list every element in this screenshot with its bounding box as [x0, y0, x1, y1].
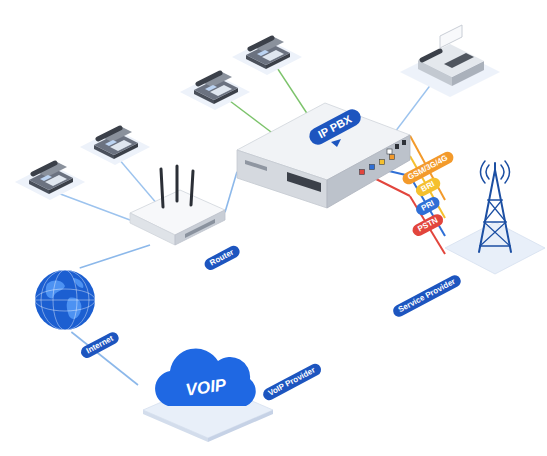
internet-globe-outline	[33, 268, 97, 332]
tower-bar	[480, 200, 510, 246]
connectors	[71, 136, 445, 385]
globe-land	[67, 298, 82, 319]
router-device-outline	[125, 165, 225, 245]
cloud-shape	[155, 348, 256, 406]
trunk-port	[360, 170, 365, 175]
device-port	[395, 144, 399, 149]
fax-machine	[400, 25, 500, 97]
signal-wave	[481, 161, 510, 183]
device-port	[402, 140, 406, 145]
router-antenna	[161, 169, 163, 207]
router-side	[175, 210, 225, 245]
cloud-platform-edge	[208, 410, 273, 442]
router-device: Router	[125, 165, 225, 245]
router-antenna	[176, 166, 179, 201]
trunk-port	[390, 155, 395, 160]
network-link	[225, 172, 237, 213]
desk-phone	[80, 127, 150, 165]
network-link	[80, 245, 150, 268]
router-front	[130, 213, 175, 245]
cloud-platform-edge	[143, 410, 208, 442]
globe-body	[35, 270, 95, 330]
trunk-port	[380, 160, 385, 165]
router-leds	[185, 219, 215, 238]
phone-wire	[118, 158, 158, 205]
line-label: PSTN	[410, 212, 445, 238]
device-side	[327, 135, 410, 208]
desk-phone	[15, 162, 85, 200]
badge-pointer	[331, 139, 341, 147]
device-label: Router	[203, 244, 242, 272]
cell-tower: Service Provider	[445, 160, 545, 280]
trunk-port	[370, 165, 375, 170]
ip-pbx-device: IP PBX	[237, 100, 410, 212]
router-antenna	[191, 171, 193, 205]
tower-brace	[480, 200, 510, 246]
network-label: Internet	[79, 330, 121, 360]
device-port	[387, 149, 392, 154]
phone-wires	[55, 57, 438, 220]
device-front	[237, 150, 327, 208]
voip-cloud: VOIPVoIP Provider	[138, 338, 273, 438]
provider-label: VoIP Provider	[261, 362, 323, 403]
globe-grid	[35, 270, 95, 330]
phone-wire	[55, 192, 130, 220]
tower-platform	[445, 222, 545, 274]
internet-globe: Internet	[33, 268, 97, 332]
provider-label: Service Provider	[391, 273, 463, 319]
device-vent	[245, 160, 267, 171]
device-grille	[287, 172, 321, 192]
ip-pbx-device-outline	[237, 100, 410, 212]
analog-phone	[180, 72, 250, 110]
analog-phone	[232, 37, 302, 75]
cell-tower-outline	[445, 160, 545, 280]
tower-rod	[494, 163, 496, 174]
